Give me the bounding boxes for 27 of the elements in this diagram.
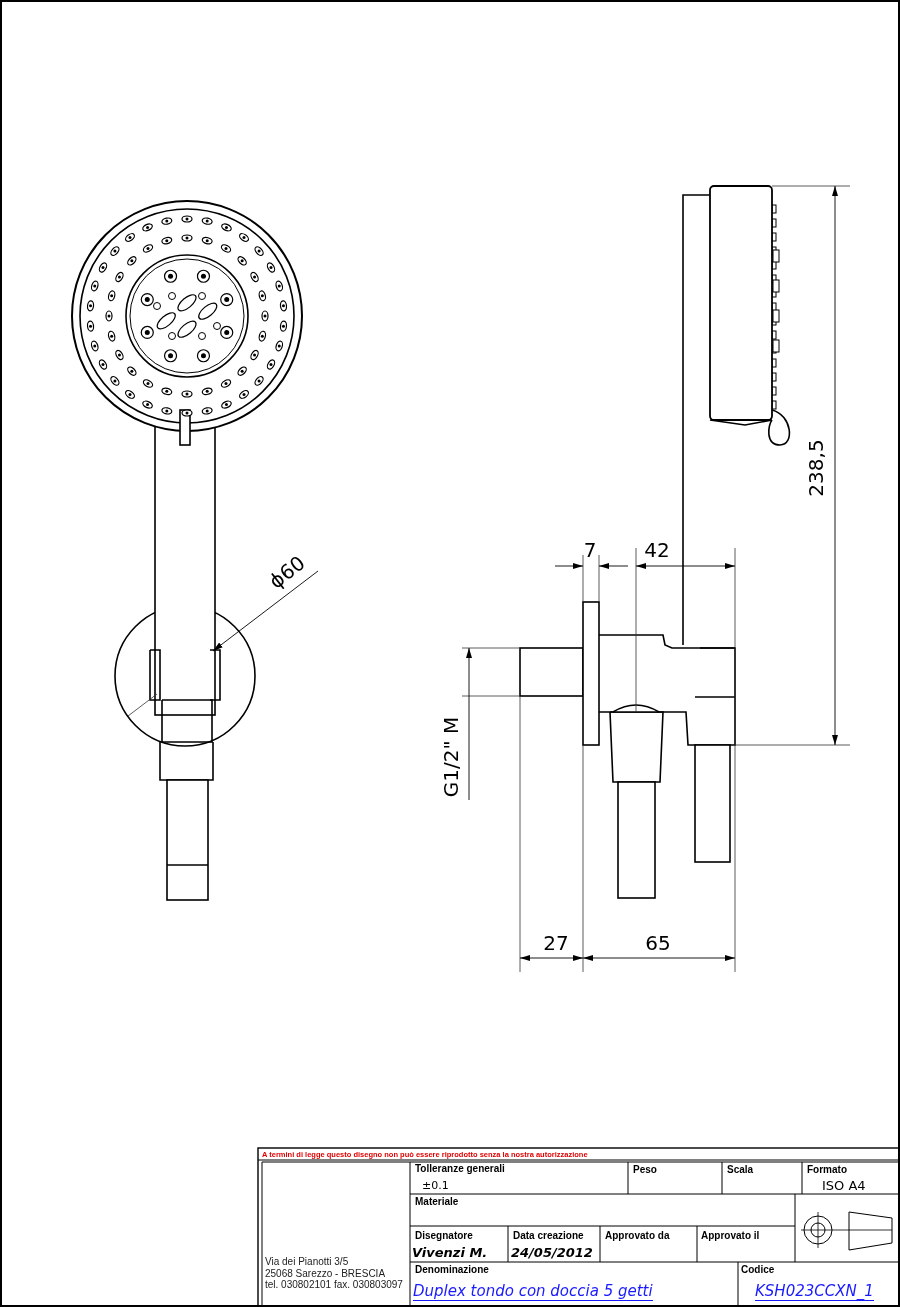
dimension-label: 42: [644, 538, 670, 562]
dimension-label: G1/2" M: [439, 716, 463, 798]
field-label: Data creazione: [513, 1230, 584, 1241]
drawing-code: KSH023CCXN_1: [755, 1282, 874, 1301]
field-value: ±0.1: [422, 1179, 449, 1192]
dimension-label: ϕ60: [264, 550, 310, 594]
address-text: Via dei Pianotti 3/5: [265, 1256, 349, 1267]
field-label: Approvato da: [605, 1230, 670, 1241]
dimension-label: 65: [645, 931, 671, 955]
field-label: Approvato il: [701, 1230, 760, 1241]
field-value: ISO A4: [822, 1178, 866, 1193]
field-label: Scala: [727, 1164, 754, 1175]
field-label: Formato: [807, 1164, 847, 1175]
field-label: Peso: [633, 1164, 657, 1175]
dimension-label: 7: [583, 538, 597, 562]
field-label: Disegnatore: [415, 1230, 473, 1241]
drawing-title: Duplex tondo con doccia 5 getti: [413, 1282, 653, 1301]
address-text: 25068 Sarezzo - BRESCIA: [265, 1268, 386, 1279]
field-label: Tolleranze generali: [415, 1163, 505, 1174]
address-text: tel. 030802101 fax. 030803097: [265, 1279, 403, 1290]
dimension-label: 27: [543, 931, 569, 955]
field-value: 24/05/2012: [511, 1245, 593, 1260]
field-value: Vivenzi M.: [412, 1245, 488, 1260]
dimension-label: 238,5: [804, 439, 828, 497]
field-label: Denominazione: [415, 1264, 489, 1275]
field-label: Codice: [741, 1264, 775, 1275]
field-label: Materiale: [415, 1196, 459, 1207]
